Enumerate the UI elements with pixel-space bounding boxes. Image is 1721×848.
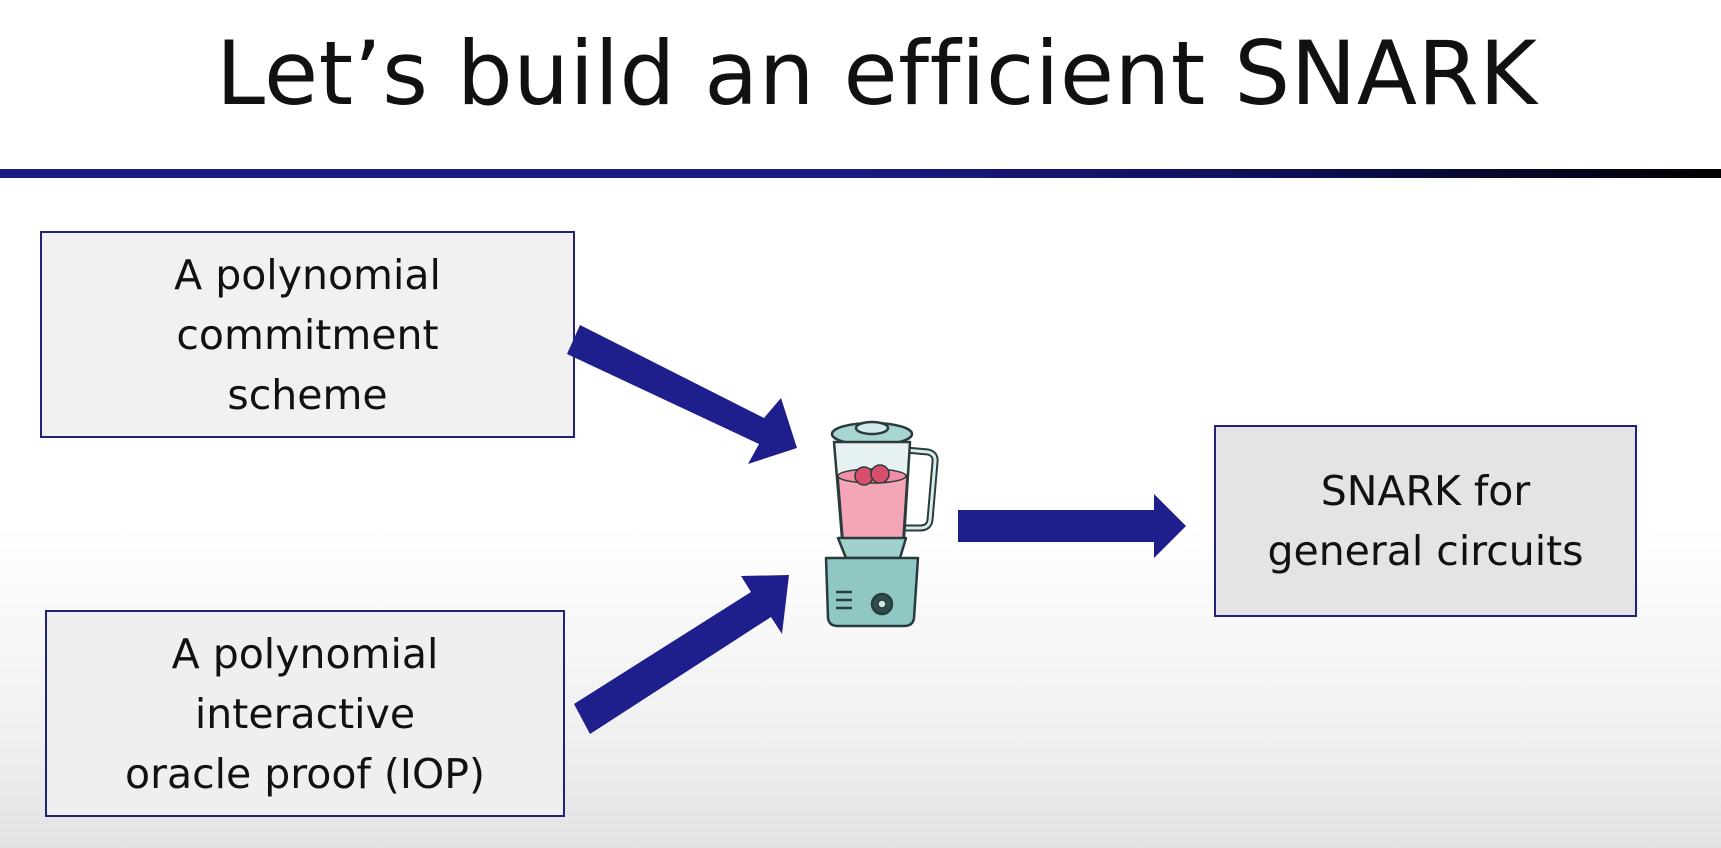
snark-output-box: SNARK for general circuits — [1214, 425, 1637, 617]
snark-line-2: general circuits — [1267, 527, 1584, 575]
pcs-line-3: scheme — [227, 370, 388, 419]
pcs-line-2: commitment — [176, 310, 439, 359]
blender-icon — [824, 420, 939, 628]
polynomial-iop-box: A polynomial interactive oracle proof (I… — [45, 610, 565, 817]
iop-line-1: A polynomial — [171, 629, 439, 678]
arrow-iop-to-blender — [574, 575, 789, 734]
iop-line-2: interactive — [194, 689, 416, 738]
pcs-line-1: A polynomial — [174, 250, 441, 299]
iop-line-3: oracle proof (IOP) — [125, 749, 485, 798]
slide-title: Let’s build an efficient SNARK — [216, 22, 1538, 125]
polynomial-commitment-box: A polynomial commitment scheme — [40, 231, 575, 438]
arrow-pcs-to-blender — [567, 325, 797, 464]
title-divider — [0, 169, 1721, 178]
arrow-blender-to-snark — [958, 494, 1186, 558]
snark-line-1: SNARK for — [1320, 467, 1531, 515]
